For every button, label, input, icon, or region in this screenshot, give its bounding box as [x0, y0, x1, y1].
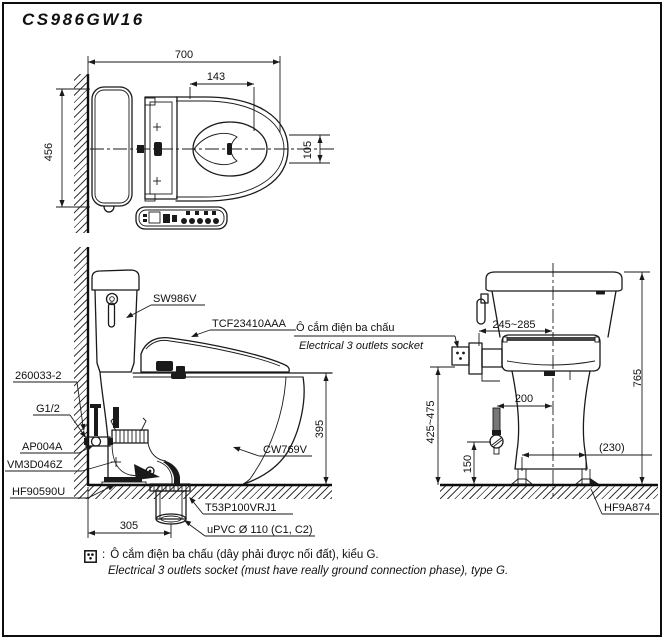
dim-765: 765: [632, 369, 644, 387]
side-view-dimensions: 395 305: [87, 373, 329, 538]
dim-143: 143: [207, 71, 225, 83]
socket-callout-vi: Ô cắm điện ba chấu: [296, 321, 394, 334]
dim-456: 456: [43, 143, 55, 161]
dim-150: 150: [462, 455, 474, 473]
label-sw986v: SW986V: [153, 293, 197, 305]
label-hf9a874: HF9A874: [604, 502, 650, 514]
dim-245-285: 245~285: [492, 319, 535, 331]
model-number: CS986GW16: [22, 10, 145, 29]
side-view-labels: SW986V TCF23410AAA 260033-2 G1/2 AP004A: [5, 293, 315, 537]
dim-105: 105: [302, 141, 314, 159]
socket-callout-en: Electrical 3 outlets socket: [299, 340, 424, 352]
side-view: 395 305 SW986V TCF23410AAA 260033-2: [5, 247, 333, 538]
front-view-dimensions: 245~285 200 (230) 765 425~475: [425, 271, 652, 485]
dim-305: 305: [120, 520, 138, 532]
washlet-side: [140, 336, 290, 379]
front-view: 245~285 200 (230) 765 425~475: [425, 263, 659, 515]
label-cw769v: CW769V: [263, 444, 308, 456]
label-260033-2: 260033-2: [15, 370, 62, 382]
label-hf90590u: HF90590U: [12, 486, 65, 498]
bowl-front: [243, 376, 305, 485]
label-vm3d046z: VM3D046Z: [7, 459, 63, 471]
trap-interior: [84, 404, 180, 486]
socket-callout: Ô cắm điện ba chấu Electrical 3 outlets …: [294, 321, 459, 352]
label-g1-2: G1/2: [36, 403, 60, 415]
footnotes: : Ô cắm điện ba chấu (dây phải được nối …: [84, 549, 624, 577]
note-text-en: Electrical 3 outlets socket (must have r…: [108, 565, 509, 577]
electrical-socket: [451, 342, 503, 382]
label-tcf23410aaa: TCF23410AAA: [212, 318, 287, 330]
flush-knob: [105, 292, 119, 306]
dim-230: (230): [599, 442, 625, 454]
floor-hatching-front-view: [440, 485, 658, 499]
tank-front: [485, 271, 623, 292]
remote-control: [135, 206, 228, 230]
tank-side: [91, 269, 140, 373]
bowl-back: [99, 371, 109, 479]
water-supply-front: [489, 407, 504, 455]
tank-logo: [596, 291, 605, 295]
label-upvc-pipe: uPVC Ø 110 (C1, C2): [207, 524, 313, 536]
label-ap004a: AP004A: [22, 441, 63, 453]
top-view-dimensions: 700 143 456 105: [43, 49, 330, 208]
washlet-front: [501, 334, 601, 372]
socket-legend-icon: [84, 550, 97, 563]
washlet-slot: [154, 142, 162, 156]
dim-700: 700: [175, 49, 193, 61]
dim-395: 395: [314, 420, 326, 438]
dim-425-475: 425~475: [425, 400, 437, 443]
note-separator: :: [102, 549, 106, 561]
drain-pipe: [149, 483, 191, 525]
top-view: 700 143 456 105: [43, 49, 334, 233]
floor-hatching-side-view: [88, 485, 332, 499]
flush-handle: [107, 302, 116, 328]
tank-bump: [103, 205, 115, 213]
note-text-vi: Ô cắm điện ba chấu (dây phải được nối đấ…: [110, 549, 379, 561]
dim-200: 200: [515, 393, 533, 405]
note-line-vi: : Ô cắm điện ba chấu (dây phải được nối …: [84, 549, 624, 563]
wall-hatching-top-view: [74, 74, 88, 233]
label-t53p100vrj1: T53P100VRJ1: [205, 502, 277, 514]
flush-lever-front: [476, 298, 486, 325]
